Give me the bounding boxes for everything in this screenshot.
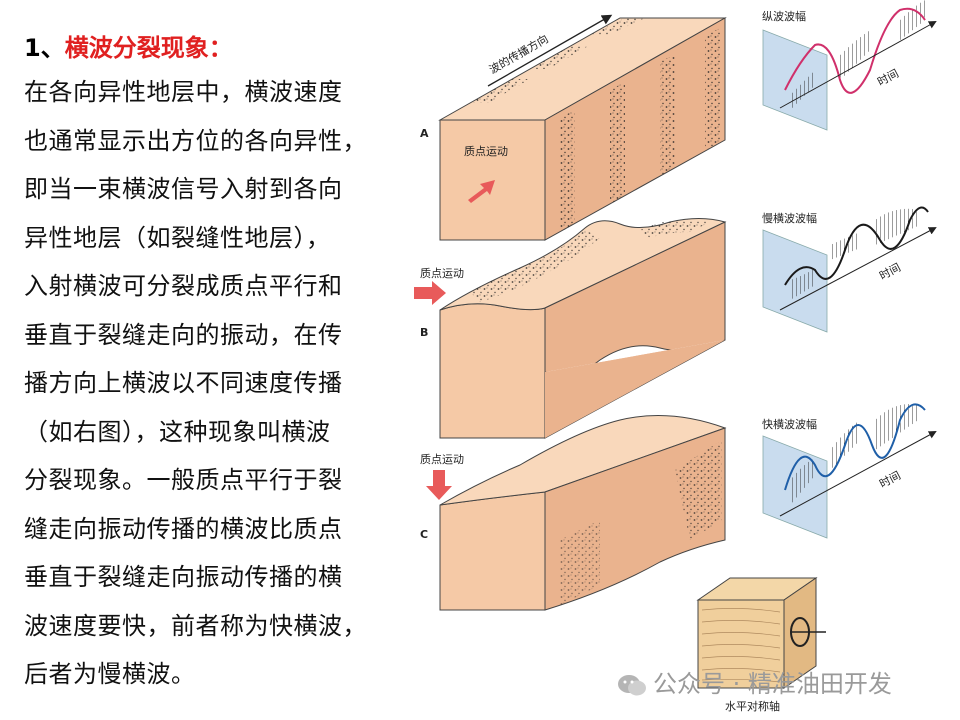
heading-number: 1、	[24, 34, 65, 62]
wave-curve-c	[784, 403, 926, 491]
shear-wave-splitting-figure: 波的传播方向 质点运动 A 质点运动 B 质点运动 C 纵波波幅 时间	[414, 0, 937, 713]
block-b-front	[439, 303, 546, 439]
paragraph-line: 分裂现象。一般质点平行于裂	[24, 466, 343, 494]
time-axis-b	[779, 227, 937, 311]
panel-letter-b: B	[420, 326, 428, 339]
watermark: 公众号 · 精准油田开发	[617, 664, 892, 699]
block-b: 质点运动 B	[414, 218, 727, 439]
paragraph-line: 也通常显示出方位的各向异性，	[24, 126, 367, 155]
paragraph-line: 播方向上横波以不同速度传播	[24, 369, 343, 397]
time-axis-a	[779, 21, 937, 109]
stipple-c-side	[675, 440, 722, 540]
paragraph-line: （如右图），这种现象叫横波	[24, 417, 331, 446]
wechat-icon	[617, 673, 647, 697]
block-a: 波的传播方向 质点运动 A	[420, 14, 727, 241]
wave-plot-a: 纵波波幅 时间	[762, 0, 937, 131]
paragraph-line: 异性地层（如裂缝性地层），	[24, 223, 331, 252]
plane-a	[762, 29, 828, 131]
paragraph-line: 缝走向振动传播的横波比质点	[24, 514, 343, 543]
paragraph-line: 波速度要快，前者称为快横波，	[24, 611, 367, 640]
compression-bands	[470, 18, 720, 232]
propagation-arrow	[487, 14, 613, 87]
block-c-top	[439, 415, 727, 506]
particle-arrow-a	[468, 180, 495, 203]
time-label-b: 时间	[877, 261, 903, 283]
wave-curve-b	[784, 206, 929, 286]
wave-plot-b: 慢横波波幅 时间	[762, 206, 937, 333]
stipple-b-back	[640, 219, 710, 238]
paragraph-line: 后者为慢横波。	[24, 660, 196, 688]
stipple-c-side-2	[560, 520, 600, 605]
heading-title: 横波分裂现象：	[64, 34, 233, 62]
stipple-b-front	[470, 230, 600, 302]
panel-letter-a: A	[420, 127, 429, 140]
body-paragraph: 在各向异性地层中，横波速度 也通常显示出方位的各向异性， 即当一束横波信号入射到…	[24, 68, 394, 699]
symmetry-axis-cube: 水平对称轴	[696, 577, 826, 713]
text-column: 1、横波分裂现象： 在各向异性地层中，横波速度 也通常显示出方位的各向异性， 即…	[24, 28, 394, 699]
particle-arrow-b	[414, 281, 446, 305]
paragraph-line: 即当一束横波信号入射到各向	[24, 175, 343, 203]
amplitude-label-c: 快横波波幅	[762, 417, 817, 431]
paragraph-line: 垂直于裂缝走向振动传播的横	[24, 563, 343, 591]
particle-motion-label-a: 质点运动	[464, 145, 508, 158]
cube-label: 水平对称轴	[725, 699, 780, 713]
time-axis-c	[779, 431, 937, 517]
wave-plot-c: 快横波波幅 时间	[762, 403, 937, 539]
wood-grain	[701, 608, 781, 683]
time-label-c: 时间	[877, 469, 903, 491]
amplitude-label-b: 慢横波波幅	[762, 211, 817, 225]
section-heading: 1、横波分裂现象：	[24, 28, 394, 68]
block-a-front	[439, 119, 546, 241]
paragraph-line: 入射横波可分裂成质点平行和	[24, 272, 343, 300]
amplitude-label-a: 纵波波幅	[762, 10, 806, 23]
particle-arrow-c	[426, 470, 452, 500]
time-label-a: 时间	[875, 67, 901, 89]
block-a-side	[544, 17, 726, 241]
paragraph-line: 在各向异性地层中，横波速度	[24, 78, 343, 106]
block-c: 质点运动 C	[420, 415, 727, 611]
wave-curve-a	[784, 7, 926, 94]
block-c-front	[439, 491, 546, 611]
particle-motion-label-b: 质点运动	[420, 267, 464, 280]
paragraph-line: 垂直于裂缝走向的振动，在传	[24, 320, 343, 349]
panel-letter-c: C	[420, 528, 428, 541]
watermark-text: 公众号 · 精准油田开发	[653, 670, 892, 698]
particle-motion-label-c: 质点运动	[420, 453, 464, 466]
